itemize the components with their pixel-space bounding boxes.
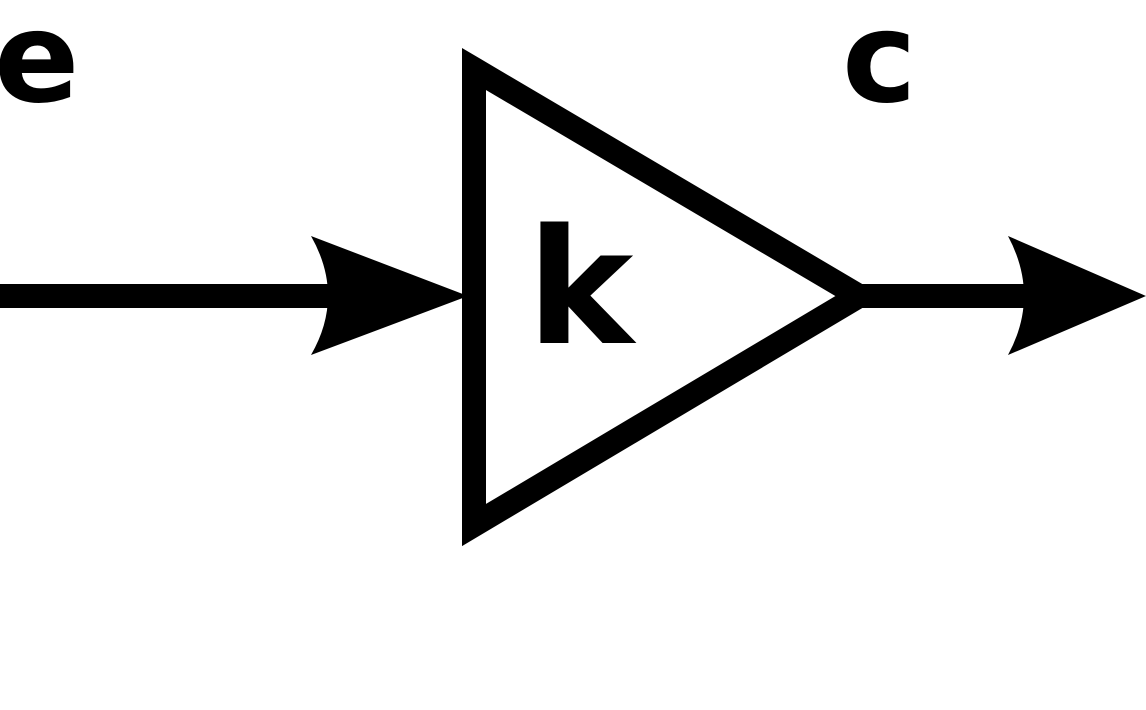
output-label: c [842,0,917,131]
input-arrowhead [311,236,468,355]
gain-label: k [527,194,637,381]
gain-block-triangle [462,47,883,547]
input-label: e [0,0,79,131]
output-arrowhead [1008,236,1146,355]
